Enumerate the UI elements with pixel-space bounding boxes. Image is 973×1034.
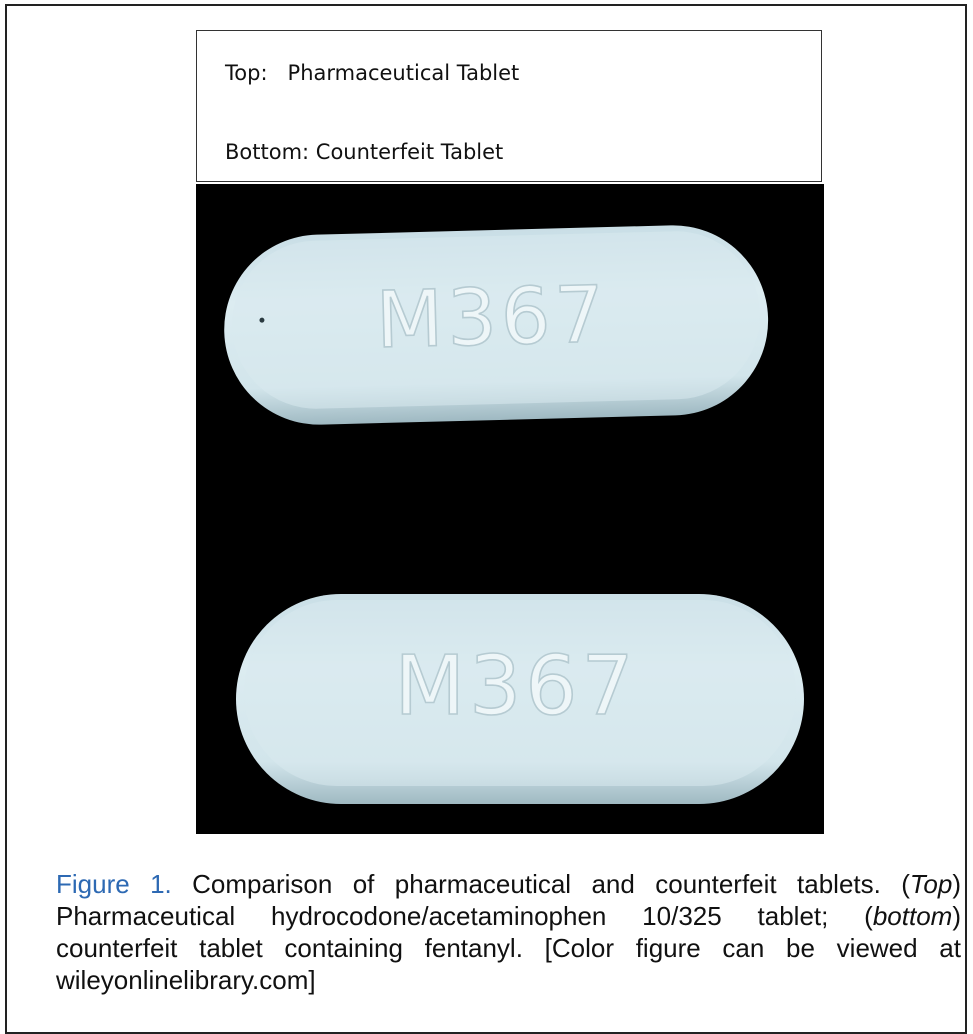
- legend-bottom-label: Bottom: Counterfeit Tablet: [225, 140, 504, 164]
- caption-text-3: ) counterfeit tablet containing fentanyl…: [56, 901, 961, 995]
- bottom-tablet: M367: [236, 594, 804, 804]
- speck: [259, 317, 265, 323]
- legend-box: Top: Pharmaceutical Tablet Bottom: Count…: [196, 30, 822, 182]
- caption-em-top: Top: [909, 869, 953, 899]
- caption-text-1: Comparison of pharmaceutical and counter…: [171, 869, 910, 899]
- figure-caption: Figure 1. Comparison of pharmaceutical a…: [56, 868, 961, 996]
- top-tablet: M367: [224, 225, 769, 425]
- caption-em-bottom: bottom: [872, 901, 953, 931]
- caption-label: Figure 1.: [56, 869, 172, 899]
- tablet-photo: M367 M367: [196, 184, 824, 834]
- caption-text-2: ) Pharmaceutical hydrocodone/acetaminoph…: [56, 869, 961, 931]
- top-tablet-imprint: M367: [375, 270, 609, 366]
- bottom-tablet-imprint: M367: [394, 639, 637, 734]
- legend-top-label: Top: Pharmaceutical Tablet: [225, 61, 520, 85]
